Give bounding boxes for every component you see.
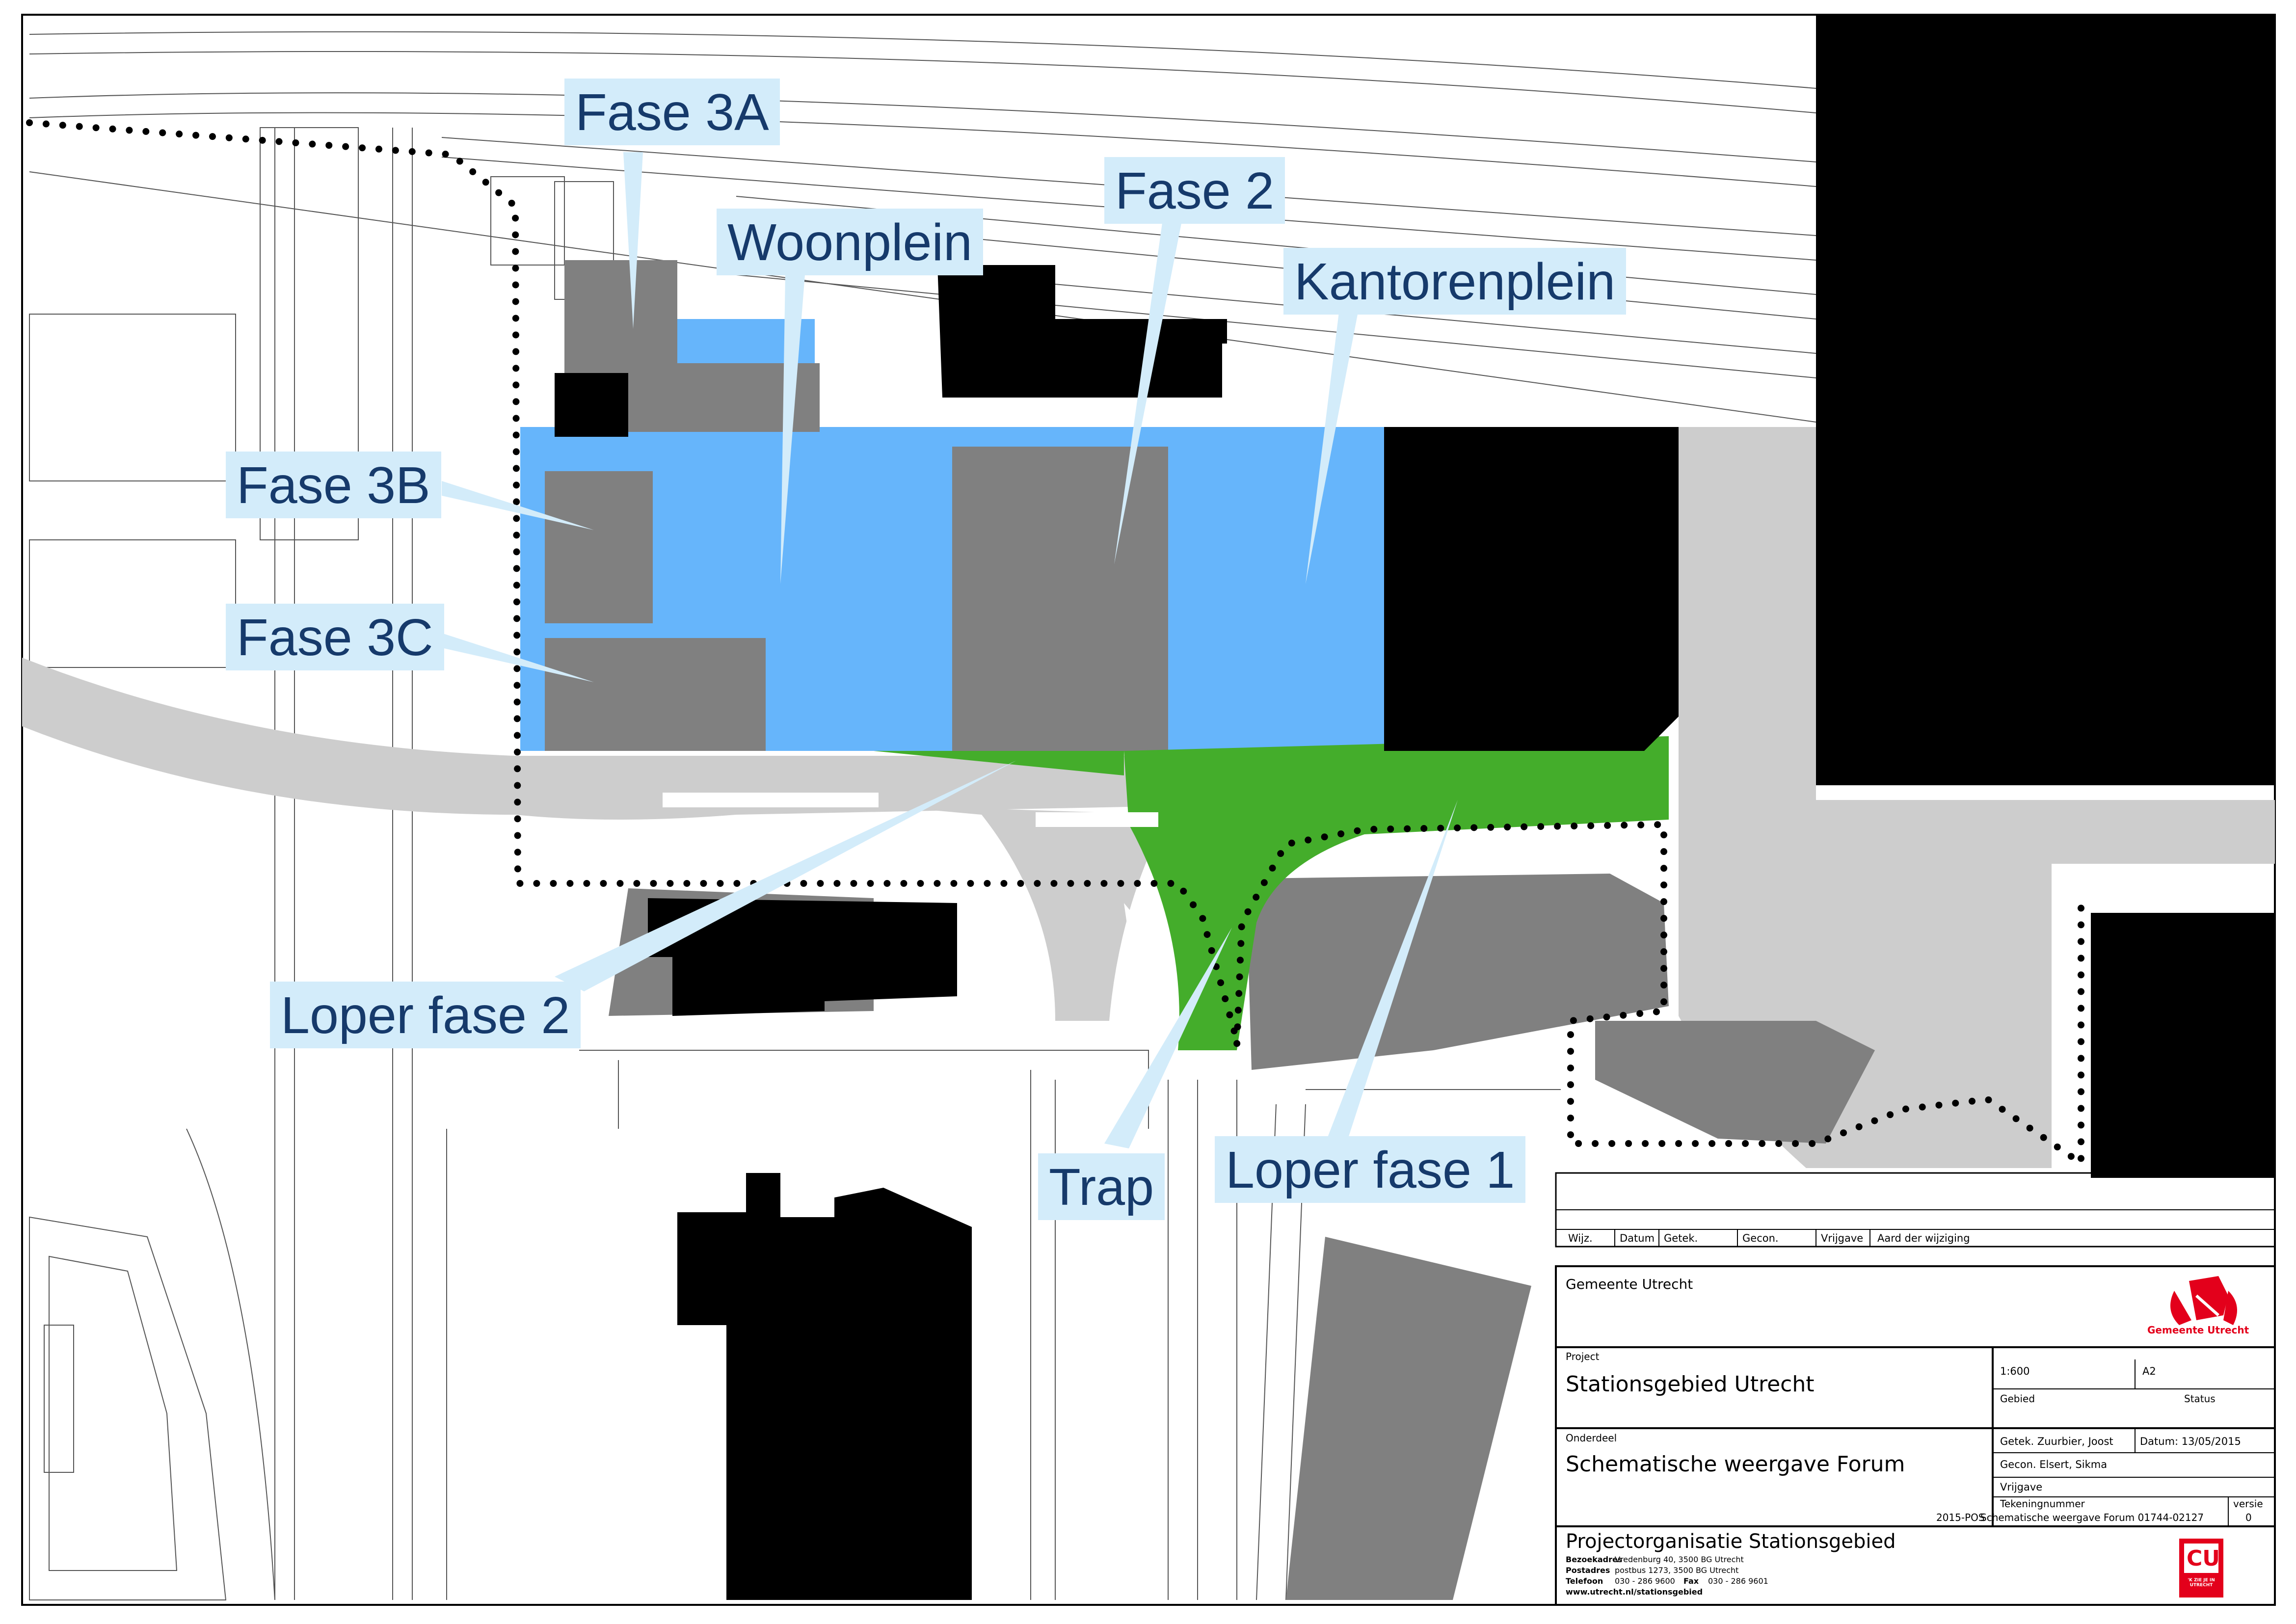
organisation-name: Gemeente Utrecht — [1566, 1276, 1693, 1292]
bezoekadres-label: Bezoekadres — [1566, 1555, 1623, 1564]
gemeente-utrecht-logo — [2170, 1276, 2237, 1325]
status-label: Status — [2184, 1393, 2216, 1405]
street-lines — [274, 128, 1561, 1600]
building-fase-3c — [545, 638, 766, 751]
project-name: Stationsgebied Utrecht — [1566, 1372, 1815, 1397]
gebied-label: Gebied — [2000, 1393, 2035, 1405]
postadres: postbus 1273, 3500 BG Utrecht — [1615, 1566, 1739, 1575]
fax-label: Fax — [1683, 1576, 1699, 1586]
callout-trap: Trap — [1038, 1153, 1165, 1220]
website: www.utrecht.nl/stationsgebied — [1566, 1587, 1703, 1597]
onderdeel-label: Onderdeel — [1566, 1432, 1617, 1444]
block-small-north — [555, 373, 628, 437]
tekeningnummer: Schematische weergave Forum 01744-02127 — [1980, 1512, 2204, 1523]
cu-logo-text: CU — [2187, 1546, 2220, 1571]
revision-table — [1555, 1172, 2276, 1248]
block-kantorenplein — [1384, 427, 1679, 751]
block-east-small — [2091, 913, 2275, 1178]
block-south-1 — [648, 898, 957, 1016]
onderdeel-name: Schematische weergave Forum — [1566, 1452, 1905, 1477]
getekend: Getek. Zuurbier, Joost — [2000, 1436, 2113, 1447]
building-fase-2 — [952, 447, 1168, 751]
area-loper-fase-2 — [874, 751, 1124, 775]
callout-fase-2: Fase 2 — [1104, 157, 1285, 224]
callout-woonplein: Woonplein — [717, 209, 983, 275]
rev-header-getek: Getek. — [1664, 1232, 1698, 1244]
black-blocks — [555, 15, 2275, 1600]
callout-fase-3a: Fase 3A — [564, 79, 780, 145]
callout-leaders — [442, 152, 1458, 1148]
versie: 0 — [2245, 1512, 2252, 1523]
block-south-tower — [677, 1173, 972, 1600]
callout-loper-fase-1: Loper fase 1 — [1215, 1136, 1526, 1203]
rev-header-wijz: Wijz. — [1568, 1232, 1593, 1244]
rev-header-vrijgave: Vrijgave — [1821, 1232, 1864, 1244]
cu-logo — [2179, 1539, 2223, 1597]
postadres-label: Postadres — [1566, 1566, 1610, 1575]
rev-header-gecon: Gecon. — [1742, 1232, 1779, 1244]
project-boundary — [26, 119, 2084, 1170]
loper-areas — [874, 736, 1669, 1050]
gecontroleerd: Gecon. Elsert, Sikma — [2000, 1459, 2108, 1470]
projectorganisatie: Projectorganisatie Stationsgebied — [1566, 1530, 1896, 1553]
block-tower-east — [1816, 15, 2275, 785]
paper-size: A2 — [2142, 1365, 2156, 1377]
drawing-code: 2015-POS — [1936, 1512, 1985, 1523]
fax: 030 - 286 9601 — [1708, 1576, 1768, 1586]
callout-loper-fase-2: Loper fase 2 — [270, 982, 581, 1048]
scale: 1:600 — [2000, 1365, 2030, 1377]
tekeningnummer-label: Tekeningnummer — [2000, 1498, 2085, 1510]
callout-fase-3c: Fase 3C — [226, 604, 444, 670]
rev-header-aard: Aard der wijziging — [1877, 1232, 1970, 1244]
area-loper-fase-1 — [1124, 736, 1669, 1050]
road-markings — [663, 793, 1158, 957]
roads — [22, 427, 2275, 1168]
stair-structure — [1595, 1021, 1875, 1144]
cu-logo-caption: 'K ZIE JE IN UTRECHT — [2188, 1578, 2215, 1588]
rev-header-datum: Datum — [1620, 1232, 1655, 1244]
logo-caption: Gemeente Utrecht — [2147, 1324, 2249, 1336]
datum: Datum: 13/05/2015 — [2140, 1436, 2241, 1447]
title-block — [1555, 1265, 2276, 1606]
callout-kantorenplein: Kantorenplein — [1283, 248, 1627, 315]
building-grey-corner — [1286, 1237, 1531, 1600]
callout-fase-3b: Fase 3B — [226, 452, 441, 518]
project-label: Project — [1566, 1351, 1600, 1362]
telefoon-label: Telefoon — [1566, 1576, 1603, 1586]
vrijgave-label: Vrijgave — [2000, 1481, 2043, 1493]
block-north — [937, 265, 1227, 398]
building-fase-3b — [545, 471, 653, 623]
building-grey-east — [1247, 874, 1669, 1070]
bezoekadres: Vredenburg 40, 3500 BG Utrecht — [1615, 1555, 1744, 1564]
telefoon: 030 - 286 9600 — [1615, 1576, 1675, 1586]
versie-label: versie — [2233, 1498, 2263, 1510]
